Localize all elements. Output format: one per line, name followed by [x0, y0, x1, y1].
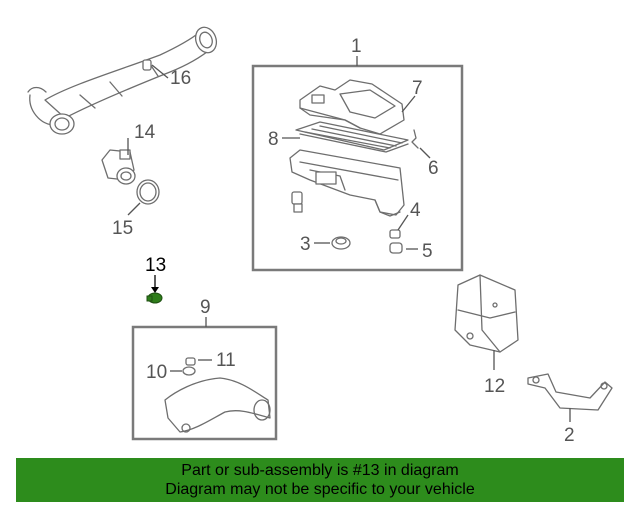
grommet-part-3[interactable] — [331, 236, 351, 250]
banner-line-1: Part or sub-assembly is #13 in diagram — [181, 462, 459, 479]
callout-11[interactable]: 11 — [216, 350, 236, 371]
callout-14[interactable]: 14 — [134, 122, 156, 143]
assembly-box-9 — [131, 325, 278, 441]
arrow-13 — [151, 287, 159, 293]
callout-13[interactable]: 13 — [145, 255, 166, 276]
upper-cover-part-7[interactable] — [299, 79, 405, 135]
leader-15 — [127, 202, 141, 216]
callout-2[interactable]: 2 — [564, 425, 575, 446]
callout-4[interactable]: 4 — [410, 200, 421, 221]
callout-6[interactable]: 6 — [428, 158, 439, 179]
leader-16 — [151, 64, 169, 79]
parts-diagram: 16 14 15 13 1 7 8 — [27, 24, 613, 446]
resonator-part-12[interactable] — [454, 274, 519, 353]
callout-10[interactable]: 10 — [146, 362, 167, 383]
grommet-part-10[interactable] — [182, 366, 196, 376]
mount-bushing[interactable] — [291, 191, 303, 213]
clip-part-13[interactable] — [146, 292, 163, 304]
intake-duct[interactable] — [164, 377, 271, 433]
banner-line-2: Diagram may not be specific to your vehi… — [165, 481, 475, 498]
leader-6 — [419, 147, 431, 159]
leader-7 — [401, 95, 416, 113]
bracket-part-2[interactable] — [527, 373, 613, 411]
clip-part-11[interactable] — [185, 357, 196, 366]
filter-element-part-8[interactable] — [295, 121, 409, 153]
callout-9[interactable]: 9 — [200, 297, 211, 318]
callout-1[interactable]: 1 — [351, 36, 362, 57]
callout-7[interactable]: 7 — [412, 78, 423, 99]
grommet-part-4[interactable] — [389, 229, 401, 239]
callout-15[interactable]: 15 — [112, 218, 133, 239]
callout-16[interactable]: 16 — [170, 68, 191, 89]
callout-5[interactable]: 5 — [422, 241, 433, 262]
sensor-part-14[interactable] — [101, 149, 136, 185]
lower-case[interactable] — [289, 149, 405, 217]
callout-12[interactable]: 12 — [484, 376, 505, 397]
intake-hose-part-16[interactable] — [27, 24, 220, 135]
o-ring-part-15[interactable] — [136, 179, 160, 205]
bushing-part-5[interactable] — [389, 242, 403, 254]
leader-4 — [397, 214, 409, 231]
callout-8[interactable]: 8 — [268, 129, 279, 150]
callout-3[interactable]: 3 — [300, 234, 311, 255]
clip-part-6[interactable] — [411, 129, 419, 149]
info-banner: Part or sub-assembly is #13 in diagram D… — [16, 458, 624, 502]
